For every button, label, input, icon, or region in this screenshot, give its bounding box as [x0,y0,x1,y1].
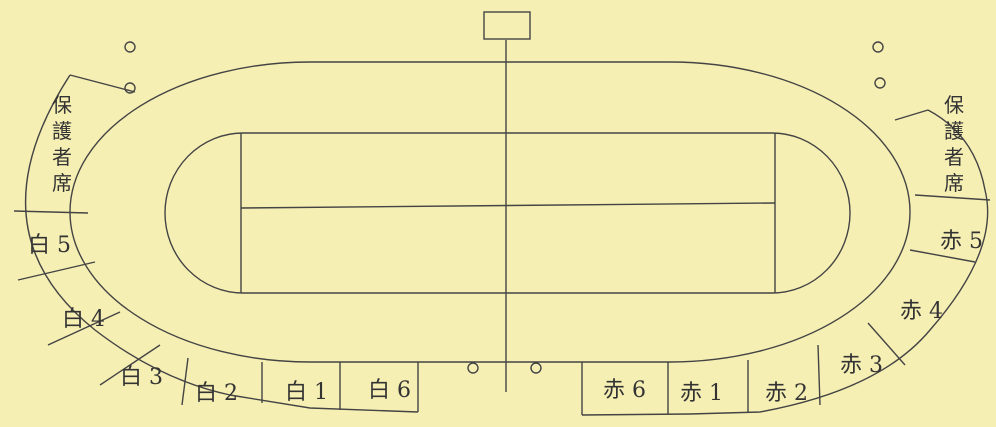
seat-label-w1: 白 1 [285,380,328,405]
podium-marker [483,11,531,40]
guardian-right-char-4: 席 [944,171,964,195]
divider-w5-w4 [17,261,96,281]
seat-label-w5: 白 5 [28,233,71,258]
divider-guardian-left-top [69,74,136,93]
seat-label-r3: 赤 3 [840,353,883,378]
seat-label-r6: 赤 6 [603,378,646,403]
post-circle-left [124,82,136,94]
divider-guardian-right-top [894,109,929,121]
guardian-left-char-2: 護 [52,119,72,143]
seat-label-w4: 白 4 [62,307,105,332]
divider-w4-w3 [47,311,121,346]
guardian-left-char-3: 者 [52,145,72,169]
seating-outer-right [581,109,989,416]
divider-guardian-w5 [13,210,89,214]
seat-label-w3: 白 3 [120,365,163,390]
divider-r4-r5 [909,249,976,263]
post-circle-top-left [124,41,136,53]
guardian-right-char-3: 者 [944,145,964,169]
post-circle-right [874,77,886,89]
divider-r2-r3 [817,344,821,406]
seat-label-w2: 白 2 [195,381,238,406]
guardian-right-char-2: 護 [944,119,964,143]
divider-w3-w2 [181,357,189,406]
seat-label-r5: 赤 5 [940,229,983,254]
field-center-line [240,202,776,209]
seat-label-r4: 赤 4 [900,299,943,324]
seating-outer-left [24,74,419,413]
outer-track [69,61,911,363]
divider-w3-w2-a [99,344,161,386]
guardian-left-char-4: 席 [52,171,72,195]
post-circle-top-right [872,41,884,53]
guardian-left-char-1: 保 [52,93,72,117]
seat-label-r1: 赤 1 [680,381,723,406]
seat-label-r2: 赤 2 [765,381,808,406]
post-circle-bottom-left [467,362,479,374]
divider-r5-guardian [914,194,991,201]
inner-track [164,132,851,294]
divider-r3-r4 [867,322,906,366]
post-circle-bottom-right [530,362,542,374]
guardian-right-char-1: 保 [944,93,964,117]
seat-label-w6: 白 6 [368,378,411,403]
